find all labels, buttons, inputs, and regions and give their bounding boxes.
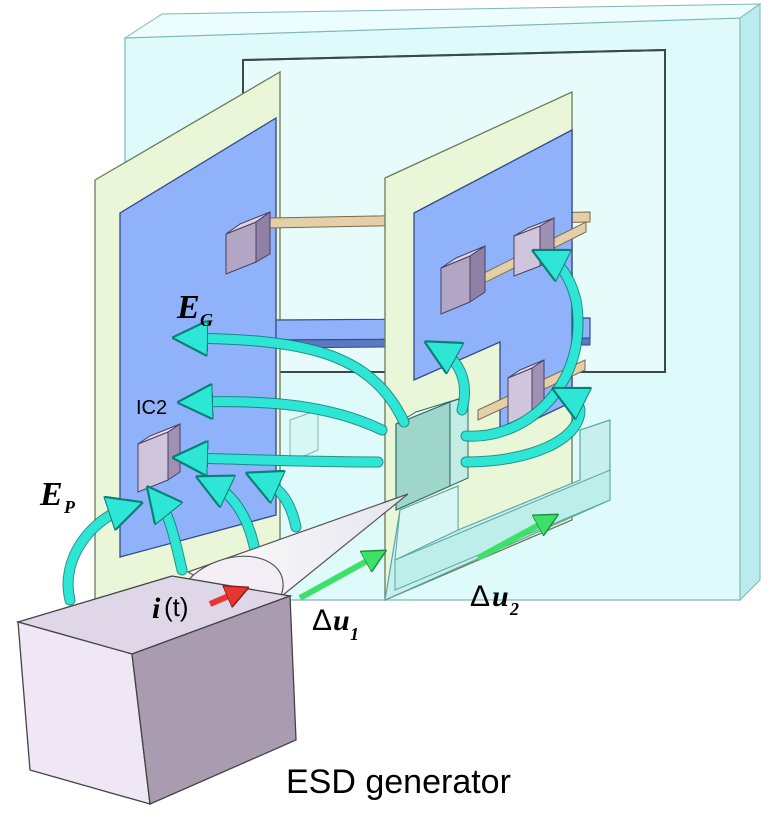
- eg-subscript: G: [200, 310, 213, 330]
- current-arrow: [208, 592, 238, 604]
- esd-generator-body: [15, 575, 297, 805]
- field-arrows: [62, 258, 580, 606]
- ic-left-top: [225, 211, 271, 275]
- ep-label: E: [39, 476, 63, 513]
- du2-main: u: [492, 580, 509, 613]
- du2-sub: 2: [509, 599, 519, 619]
- ic2-label: IC2: [136, 397, 167, 419]
- ic-right-a: [440, 245, 486, 315]
- current-label: i: [152, 592, 161, 625]
- current-arg: (t): [164, 592, 189, 622]
- du2-delta: Δ: [470, 580, 490, 613]
- du1-delta: Δ: [312, 604, 332, 637]
- ic2-chip: [137, 423, 181, 493]
- esd-generator-label: ESD generator: [286, 763, 511, 801]
- du1-main: u: [333, 604, 350, 637]
- du2-arrow: [476, 520, 548, 561]
- ep-subscript: P: [63, 497, 76, 517]
- eg-label: E: [176, 289, 200, 326]
- du1-arrow: [298, 556, 376, 601]
- du1-sub: 1: [350, 624, 359, 644]
